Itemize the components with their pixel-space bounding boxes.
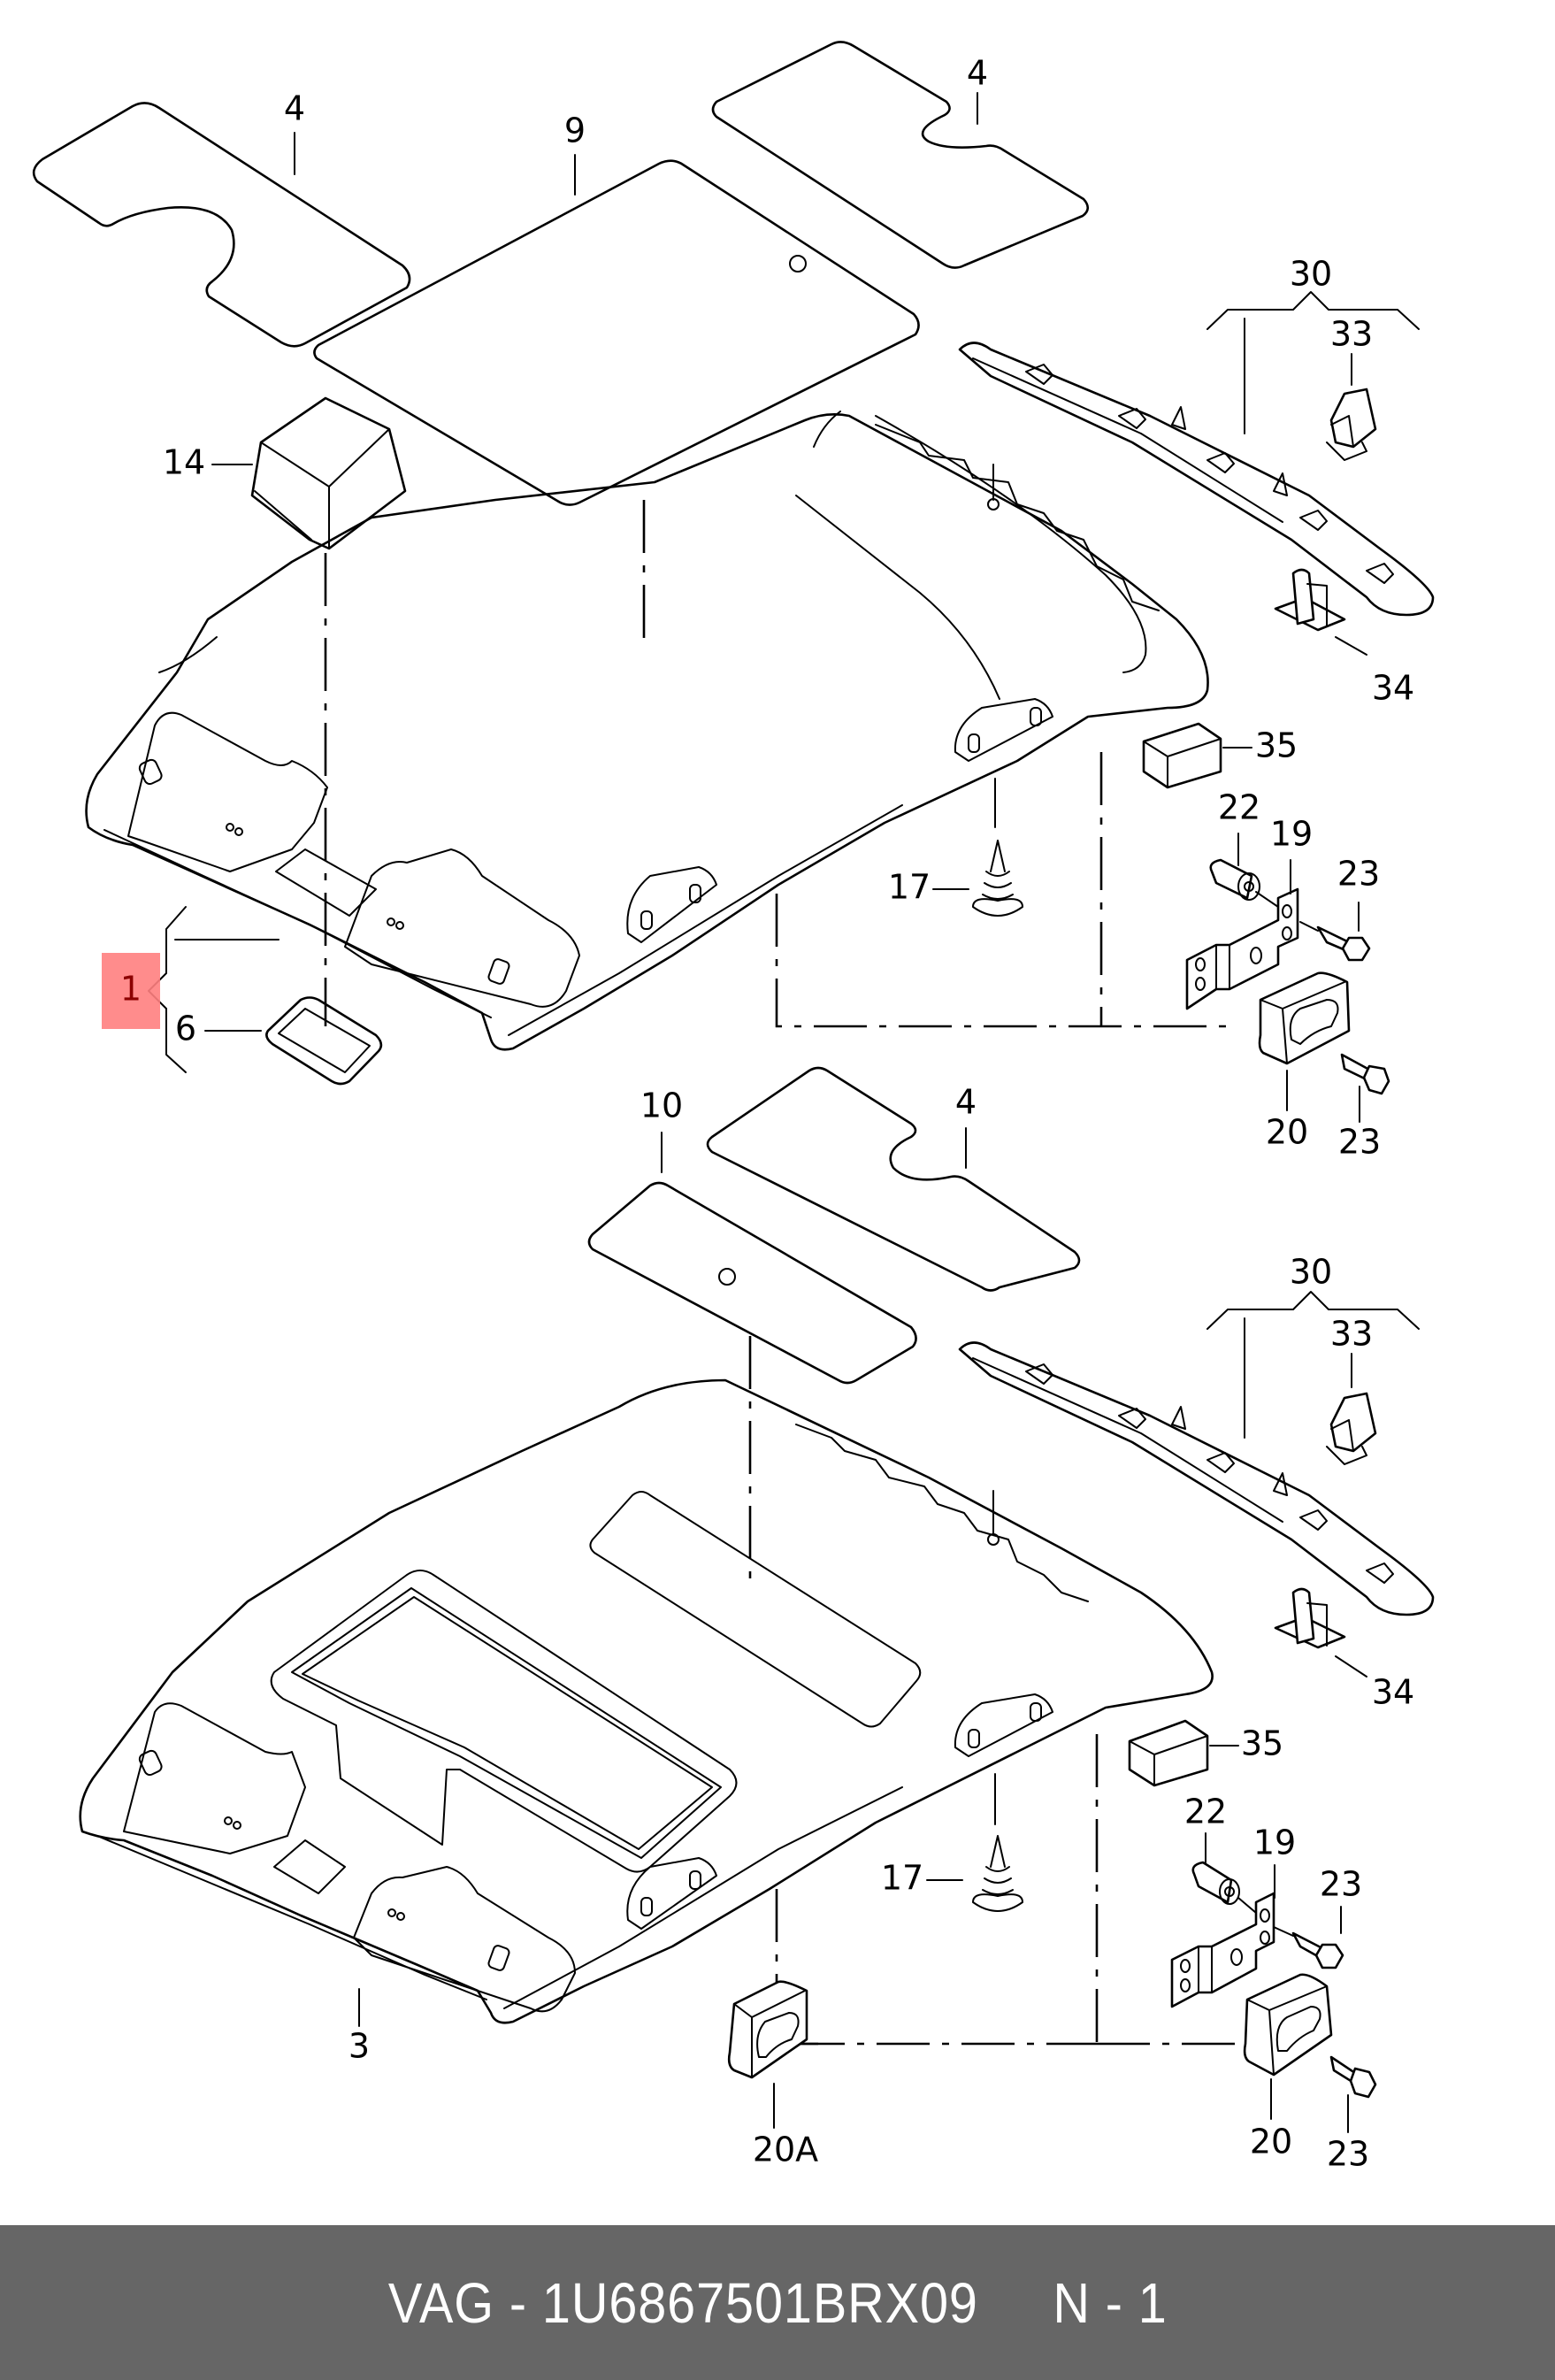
part-4-insulation-mat-left[interactable] <box>32 102 411 348</box>
part-20-holder-lower[interactable] <box>1243 1973 1333 2077</box>
part-number-text: VAG - 1U6867501BRX09 N - 1 <box>387 2270 1168 2335</box>
parts-diagram: 4 9 4 30 33 14 34 35 22 19 23 17 1 6 20 … <box>32 41 1435 2174</box>
callout-17[interactable]: 17 <box>888 868 931 907</box>
bracket-30 <box>1206 291 1420 330</box>
part-4-insulation-mat-right[interactable] <box>711 41 1090 269</box>
part-number-footer: VAG - 1U6867501BRX09 N - 1 <box>0 2225 1555 2380</box>
callout-1[interactable]: 1 <box>120 970 142 1009</box>
part-17-screw[interactable] <box>972 840 1023 917</box>
part-35-pad[interactable] <box>1142 722 1222 789</box>
callout-10[interactable]: 10 <box>640 1086 683 1125</box>
part-23-bolt-upper-lower[interactable] <box>1273 1926 1344 1969</box>
callout-23[interactable]: 23 <box>1338 1123 1381 1162</box>
callout-4[interactable]: 4 <box>955 1083 977 1122</box>
callout-19[interactable]: 19 <box>1270 815 1313 854</box>
callout-30[interactable]: 30 <box>1290 1253 1332 1292</box>
callout-4[interactable]: 4 <box>284 89 305 128</box>
highlight-box <box>102 953 160 1029</box>
callout-4[interactable]: 4 <box>967 54 988 93</box>
callout-30[interactable]: 30 <box>1290 255 1332 294</box>
callout-23[interactable]: 23 <box>1327 2135 1369 2174</box>
part-9-insulation-center[interactable] <box>313 159 920 506</box>
callout-20a[interactable]: 20A <box>753 2130 818 2169</box>
alignment-line <box>775 894 1238 1028</box>
callout-22[interactable]: 22 <box>1218 788 1260 827</box>
leader-line <box>1335 1655 1367 1678</box>
part-20a-holder[interactable] <box>727 1980 808 2079</box>
callout-20[interactable]: 20 <box>1250 2123 1292 2161</box>
hole <box>718 1268 736 1286</box>
callout-33[interactable]: 33 <box>1330 315 1373 354</box>
part-20-holder[interactable] <box>1258 971 1351 1065</box>
part-22-spacer-lower[interactable] <box>1191 1861 1240 1905</box>
part-14-foam-block[interactable] <box>211 396 407 550</box>
callout-34[interactable]: 34 <box>1372 1673 1414 1712</box>
lower-assembly <box>79 1066 1435 2133</box>
part-30-grab-strip-lower[interactable] <box>958 1341 1435 1616</box>
upper-assembly <box>32 41 1435 1123</box>
hole <box>789 255 807 273</box>
callout-20[interactable]: 20 <box>1266 1113 1308 1152</box>
callout-9[interactable]: 9 <box>564 111 586 150</box>
part-19-bracket[interactable] <box>1185 887 1299 1010</box>
callout-6[interactable]: 6 <box>175 1010 196 1048</box>
callout-33[interactable]: 33 <box>1330 1315 1373 1354</box>
part-19-bracket-lower[interactable] <box>1170 1892 1275 2008</box>
callout-19[interactable]: 19 <box>1253 1823 1296 1862</box>
bracket-30 <box>1206 1291 1420 1330</box>
part-10-insulation-strip[interactable] <box>587 1181 917 1385</box>
part-33-clip[interactable] <box>1326 388 1377 461</box>
callout-35[interactable]: 35 <box>1255 726 1298 765</box>
alignment-line <box>775 1889 1097 2046</box>
part-23-bolt-upper[interactable] <box>1299 921 1371 962</box>
part-35-pad-lower[interactable] <box>1128 1719 1209 1787</box>
callout-1-highlighted[interactable]: 1 <box>102 953 160 1029</box>
part-22-spacer[interactable] <box>1209 858 1260 901</box>
callout-22[interactable]: 22 <box>1184 1793 1227 1831</box>
callout-23[interactable]: 23 <box>1337 855 1380 894</box>
callout-35[interactable]: 35 <box>1241 1724 1283 1763</box>
part-34-retainer-lower[interactable] <box>1274 1587 1346 1649</box>
part-30-grab-strip[interactable] <box>958 342 1435 617</box>
callout-14[interactable]: 14 <box>163 443 205 482</box>
callout-3[interactable]: 3 <box>349 2027 370 2066</box>
part-4-insulation-mat-lower[interactable] <box>706 1066 1081 1292</box>
part-6-lamp-frame[interactable] <box>265 996 383 1086</box>
callout-34[interactable]: 34 <box>1372 669 1414 708</box>
leader-line <box>1335 636 1367 656</box>
part-17-screw-lower[interactable] <box>972 1835 1023 1912</box>
part-23-bolt-lower[interactable] <box>1340 1053 1390 1095</box>
part-3-headliner-sunroof[interactable] <box>79 1378 1214 2024</box>
part-23-bolt-lower-lower[interactable] <box>1329 2055 1377 2099</box>
callout-labels: 4 9 4 30 33 14 34 35 22 19 23 17 1 6 20 … <box>102 54 1414 2174</box>
part-34-retainer[interactable] <box>1274 568 1346 632</box>
callout-17[interactable]: 17 <box>881 1859 923 1898</box>
callout-23[interactable]: 23 <box>1320 1865 1362 1904</box>
part-1-headliner[interactable] <box>85 411 1209 1051</box>
part-33-clip-lower[interactable] <box>1326 1392 1377 1465</box>
